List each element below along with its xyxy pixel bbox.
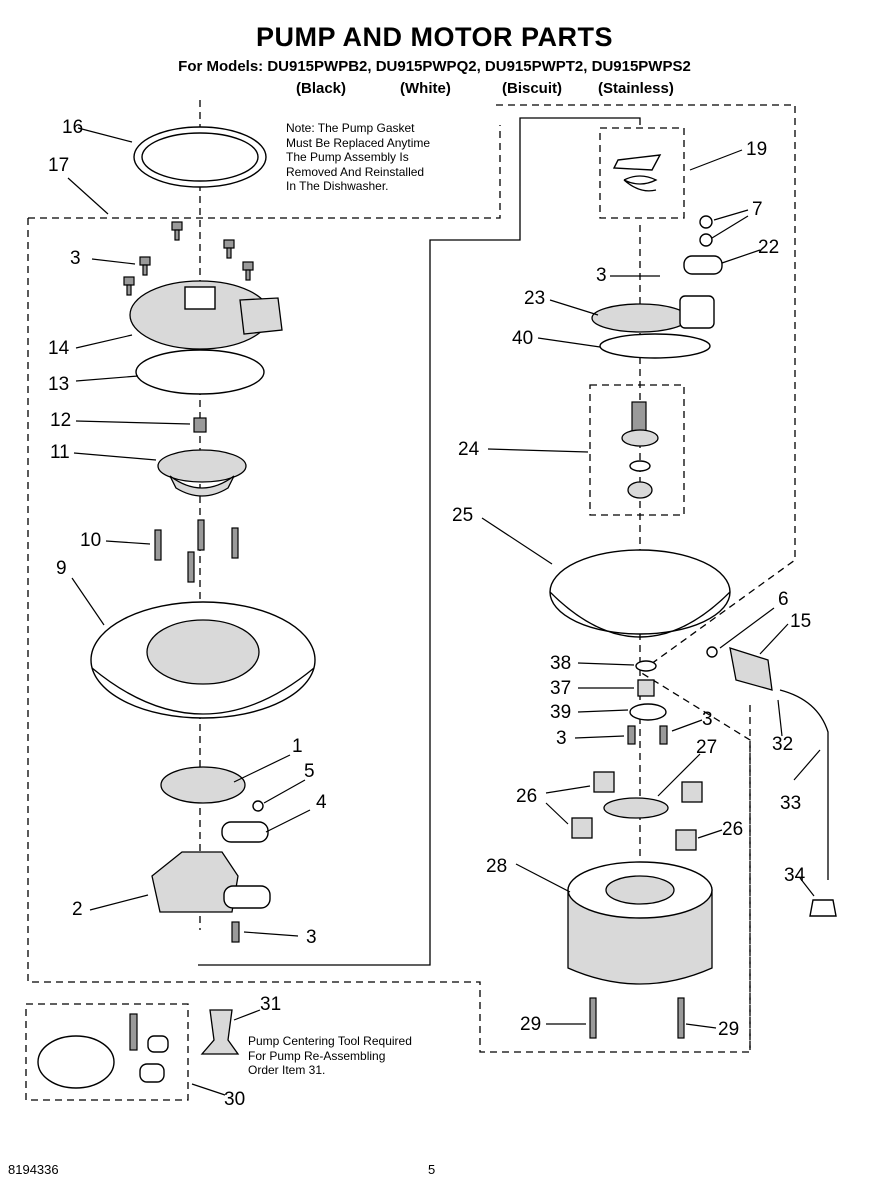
callout-25: 25 <box>452 505 474 526</box>
note-line: Pump Centering Tool Required <box>248 1034 412 1048</box>
callout-16: 16 <box>62 117 84 138</box>
o-ring-icon <box>135 349 265 395</box>
callout-7: 7 <box>752 199 763 220</box>
note-line: Note: The Pump Gasket <box>286 121 415 135</box>
motor-mount-icon <box>549 549 731 635</box>
callout-27: 27 <box>696 737 718 758</box>
callout-10: 10 <box>80 530 102 551</box>
callout-2: 2 <box>72 899 83 920</box>
color-biscuit: (Biscuit) <box>502 80 562 97</box>
pump-assembly-outline <box>198 117 641 966</box>
callout-3: 3 <box>596 265 607 286</box>
centering-tool-note: Pump Centering Tool Required For Pump Re… <box>248 1034 478 1078</box>
callout-29: 29 <box>520 1014 542 1035</box>
callout-15: 15 <box>790 611 812 632</box>
color-stainless: (Stainless) <box>598 80 674 97</box>
callout-19: 19 <box>746 139 768 160</box>
callout-3: 3 <box>702 709 713 730</box>
shaft-icon <box>631 401 647 433</box>
screw-icon <box>123 221 254 296</box>
note-line: The Pump Assembly Is <box>286 150 409 164</box>
impeller-icon <box>157 449 247 483</box>
filter-screen-icon <box>160 766 246 804</box>
centering-tool-icon <box>200 1009 240 1055</box>
callout-3: 3 <box>70 248 81 269</box>
callout-32: 32 <box>772 734 794 755</box>
callout-17: 17 <box>48 155 70 176</box>
callout-37: 37 <box>550 678 572 699</box>
callout-11: 11 <box>50 442 70 463</box>
callout-12: 12 <box>50 410 72 431</box>
callout-40: 40 <box>512 328 534 349</box>
callout-29: 29 <box>718 1019 740 1040</box>
note-line: Must Be Replaced Anytime <box>286 135 431 150</box>
ball-icon <box>252 800 264 812</box>
callout-6: 6 <box>778 589 789 610</box>
callout-26: 26 <box>722 819 744 840</box>
page-title: PUMP AND MOTOR PARTS <box>255 22 614 52</box>
callout-4: 4 <box>316 792 327 813</box>
callout-33: 33 <box>780 793 802 814</box>
note-line: In The Dishwasher. <box>286 179 389 193</box>
callout-30: 30 <box>224 1089 246 1110</box>
callout-39: 39 <box>550 702 572 723</box>
callout-23: 23 <box>524 288 546 309</box>
note-line: Removed And Reinstalled <box>286 164 425 179</box>
color-white: (White) <box>400 80 451 97</box>
callout-3: 3 <box>556 728 567 749</box>
page-number: 5 <box>428 1162 436 1177</box>
callout-26: 26 <box>516 786 538 807</box>
callout-28: 28 <box>486 856 508 877</box>
callout-1: 1 <box>292 736 303 757</box>
note-line: For Pump Re-Assembling <box>248 1048 386 1063</box>
callout-5: 5 <box>304 761 315 782</box>
part-24-box <box>589 384 685 516</box>
callout-38: 38 <box>550 653 572 674</box>
note-line: Order Item 31. <box>248 1063 326 1077</box>
callout-34: 34 <box>784 865 806 886</box>
nut-icon <box>193 417 207 433</box>
callout-3: 3 <box>306 927 317 948</box>
chopper-housing-icon <box>151 851 239 913</box>
part-19-box <box>599 127 685 219</box>
callout-13: 13 <box>48 374 70 395</box>
callout-31: 31 <box>260 994 282 1015</box>
callout-14: 14 <box>48 338 70 359</box>
seal-icon <box>221 821 269 843</box>
callout-24: 24 <box>458 439 480 460</box>
models-subtitle: For Models: DU915PWPB2, DU915PWPQ2, DU91… <box>178 58 691 75</box>
document-number: 8194336 <box>8 1162 59 1177</box>
pump-gasket-note: Note: The Pump Gasket Must Be Replaced A… <box>286 121 486 194</box>
spring-icon <box>612 154 662 171</box>
callout-9: 9 <box>56 558 67 579</box>
color-black: (Black) <box>296 80 347 97</box>
left-assembly-boundary <box>27 125 751 1053</box>
cover-plate-icon <box>591 303 689 333</box>
callout-22: 22 <box>758 237 780 258</box>
part-30-box <box>25 1003 189 1101</box>
